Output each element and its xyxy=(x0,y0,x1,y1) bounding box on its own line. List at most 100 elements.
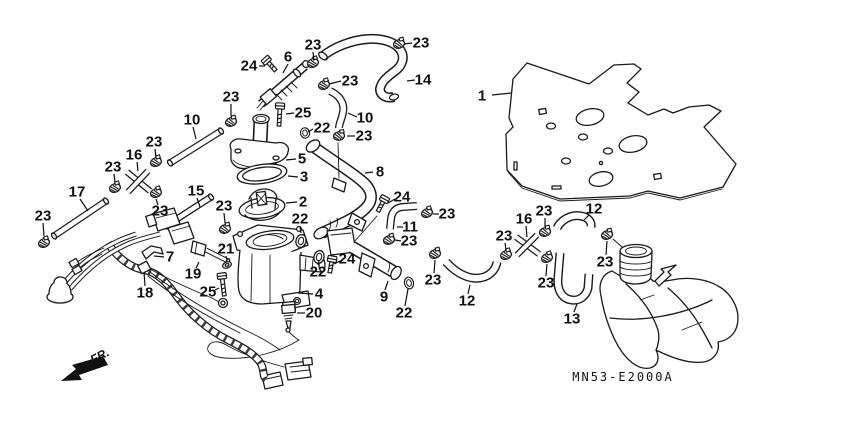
cross-joint-16-left xyxy=(124,168,153,195)
callout-leader-16 xyxy=(192,126,197,140)
callout-leader-24 xyxy=(155,198,159,206)
hose-14 xyxy=(318,33,408,103)
wire-harness-18 xyxy=(62,207,281,383)
hose-12-right xyxy=(552,211,596,231)
callout-label-45: 23 xyxy=(536,203,553,220)
callout-label-31: 4 xyxy=(315,286,324,303)
callout-leader-27 xyxy=(195,261,200,269)
callout-label-3: 23 xyxy=(305,37,322,54)
callout-label-17: 23 xyxy=(146,134,163,151)
callout-label-14: 8 xyxy=(376,164,384,181)
callout-leader-9 xyxy=(307,128,314,133)
part-code: MN53-E2000A xyxy=(572,370,673,384)
thermostat xyxy=(238,188,286,221)
callout-label-0: 1 xyxy=(478,88,486,105)
callout-label-23: 23 xyxy=(35,208,52,225)
callout-label-8: 25 xyxy=(295,105,312,122)
callout-leader-49 xyxy=(573,303,578,313)
callout-label-44: 16 xyxy=(516,211,533,228)
elbow-hose-11 xyxy=(386,202,418,230)
callout-label-10: 23 xyxy=(356,128,373,145)
thermo-sensor-19 xyxy=(167,221,231,264)
callout-label-4: 23 xyxy=(413,35,430,52)
callout-leader-39 xyxy=(404,288,409,307)
callout-leader-2 xyxy=(282,63,289,74)
callout-label-11: 5 xyxy=(298,151,306,168)
callout-label-46: 23 xyxy=(538,275,555,292)
hose-10-upper xyxy=(328,87,348,129)
callout-label-49: 13 xyxy=(564,311,581,328)
grommet xyxy=(46,276,74,304)
callout-label-5: 14 xyxy=(415,72,432,89)
callout-label-48: 23 xyxy=(597,254,614,271)
callout-leader-22 xyxy=(79,198,89,212)
callout-leader-17 xyxy=(154,148,157,158)
callout-leader-19 xyxy=(113,173,116,183)
callout-label-39: 22 xyxy=(396,305,413,322)
callout-leader-47 xyxy=(583,214,590,221)
mounting-plate xyxy=(505,62,737,202)
callout-label-9: 22 xyxy=(314,120,331,137)
callout-leader-33 xyxy=(317,259,320,266)
callout-label-16: 10 xyxy=(184,112,201,129)
callout-label-20: 15 xyxy=(188,183,205,200)
callout-leader-46 xyxy=(545,263,548,277)
fr-direction: FR. xyxy=(61,345,111,381)
callout-leader-14 xyxy=(364,171,374,174)
callout-leader-5 xyxy=(406,79,416,82)
callout-label-1: 24 xyxy=(241,58,258,75)
fuel-joint-6 xyxy=(256,59,311,111)
callout-label-36: 11 xyxy=(402,219,418,236)
callout-label-19: 23 xyxy=(105,159,122,176)
callout-label-18: 16 xyxy=(126,147,143,164)
callout-label-21: 23 xyxy=(216,198,233,215)
callout-leader-31 xyxy=(297,292,314,295)
hose-12-left xyxy=(442,258,502,283)
callout-label-47: 12 xyxy=(586,201,603,218)
callout-leader-20 xyxy=(196,197,201,208)
thermostat-housing xyxy=(232,224,326,313)
callout-leader-44 xyxy=(525,225,528,238)
callout-leader-43 xyxy=(504,242,507,251)
callout-leader-28 xyxy=(143,271,146,287)
callout-leader-7 xyxy=(347,112,358,118)
callout-label-42: 12 xyxy=(459,293,476,310)
water-pipe-8 xyxy=(305,139,378,243)
callout-leader-34 xyxy=(333,260,341,265)
callout-label-35: 24 xyxy=(394,189,411,206)
callout-label-13: 2 xyxy=(299,194,307,211)
callout-leader-0 xyxy=(491,92,512,96)
callout-leader-25 xyxy=(225,255,228,262)
wire-clip-7 xyxy=(141,245,164,260)
callout-label-24: 23 xyxy=(152,203,169,220)
callout-label-33: 22 xyxy=(310,264,327,281)
tube-17 xyxy=(50,197,110,240)
callout-leader-13 xyxy=(285,201,298,204)
callout-label-38: 9 xyxy=(380,289,388,306)
water-pipe-9 xyxy=(326,227,402,281)
callout-leader-35 xyxy=(387,198,396,204)
callout-leader-21 xyxy=(223,212,226,224)
callout-label-28: 18 xyxy=(137,285,154,302)
callout-label-6: 23 xyxy=(342,73,359,90)
callout-label-27: 19 xyxy=(185,266,202,283)
callout-leader-18 xyxy=(136,161,139,172)
callout-label-2: 6 xyxy=(284,49,292,66)
callout-leader-48 xyxy=(605,240,608,256)
callout-leader-41 xyxy=(433,259,436,274)
callout-leader-3 xyxy=(312,51,315,61)
callout-leader-11 xyxy=(285,158,297,161)
callout-label-37: 23 xyxy=(401,233,418,250)
callout-label-32: 22 xyxy=(292,211,309,228)
callout-leader-37 xyxy=(394,239,402,242)
callout-leader-42 xyxy=(467,284,471,295)
hose-13 xyxy=(553,252,594,305)
connector-a xyxy=(284,356,314,381)
callout-label-22: 17 xyxy=(69,184,86,201)
callout-leader-23 xyxy=(42,222,45,237)
callout-label-7: 10 xyxy=(357,110,374,127)
callout-label-26: 7 xyxy=(166,249,174,266)
callout-leader-32 xyxy=(299,225,302,234)
